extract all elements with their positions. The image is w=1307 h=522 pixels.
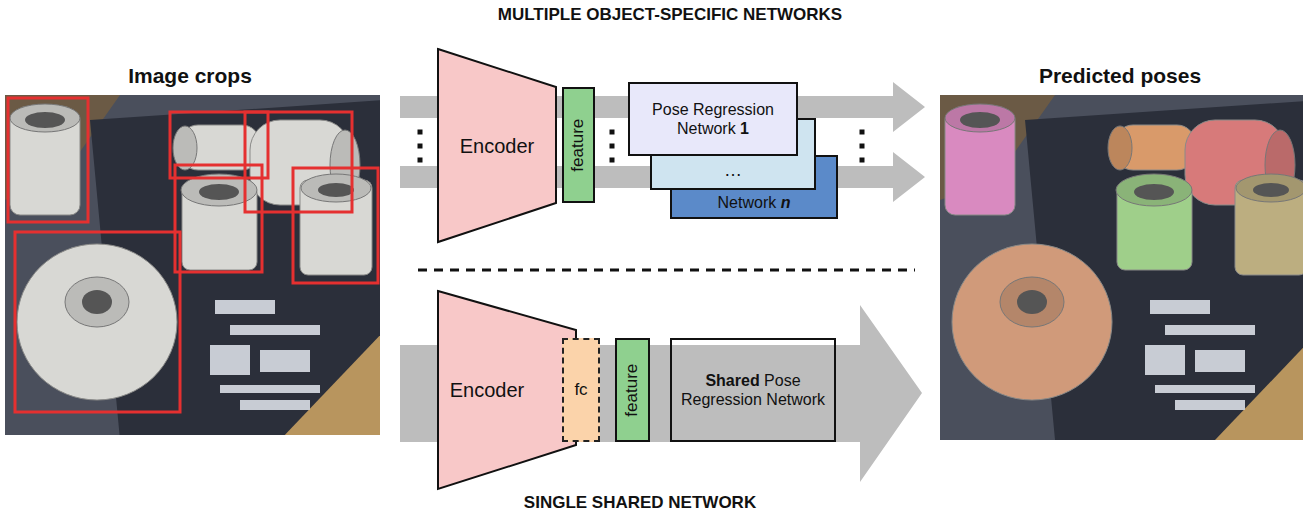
ellipsis-dots <box>610 144 615 149</box>
output-photo <box>940 95 1303 440</box>
encoder-shape <box>438 291 576 489</box>
input-photo <box>220 385 320 393</box>
text-part: Pose Regression Network <box>652 101 774 137</box>
input-photo <box>215 300 275 314</box>
input-photo <box>65 277 129 327</box>
emphasis: n <box>781 194 791 211</box>
input-photo <box>5 95 380 435</box>
separator-line <box>418 269 915 272</box>
output-photo <box>1155 385 1255 393</box>
output-photo <box>952 244 1112 400</box>
input-photo <box>173 126 197 170</box>
node-text: fc <box>568 380 593 400</box>
output-photo <box>960 112 1000 128</box>
image-heading: Predicted poses <box>1039 64 1201 88</box>
output-photo <box>1253 183 1289 197</box>
ellipsis-dots <box>610 130 615 135</box>
input-photo <box>260 350 310 372</box>
output-photo <box>1236 174 1303 202</box>
output-photo <box>1150 300 1210 314</box>
input-photo <box>199 184 239 200</box>
input-photo <box>5 95 380 435</box>
node-text: Encoder <box>444 378 531 402</box>
input-photo <box>210 345 250 375</box>
input-photo <box>293 168 378 283</box>
input-photo <box>170 112 268 178</box>
feature-vector: feature <box>615 338 650 442</box>
output-photo <box>1108 126 1132 170</box>
output-photo <box>1000 277 1064 327</box>
node-text: Network n <box>712 193 797 212</box>
output-photo <box>1116 174 1192 206</box>
pose-network-box: Pose Regression Network 1 <box>628 82 798 156</box>
input-photo <box>8 98 88 222</box>
node-text: Encoder <box>454 134 541 158</box>
node-text: Pose Regression Network 1 <box>630 100 796 138</box>
image-heading: Image crops <box>128 64 252 88</box>
input-photo <box>318 183 354 197</box>
text-part: Network <box>718 194 781 211</box>
output-photo <box>1175 400 1245 410</box>
encoder-block: Encoder <box>437 290 577 490</box>
output-photo <box>1145 345 1185 375</box>
output-photo <box>1017 290 1047 314</box>
emphasis: 1 <box>740 120 749 137</box>
input-photo <box>17 244 177 400</box>
feature-vector: feature <box>562 87 595 203</box>
output-photo <box>1165 325 1255 335</box>
emphasis: Shared <box>705 372 759 389</box>
input-photo <box>15 232 180 412</box>
input-photo <box>25 112 65 128</box>
input-photo <box>10 104 80 132</box>
encoder-block: Encoder <box>437 48 557 243</box>
input-photo <box>301 174 371 202</box>
input-photo <box>240 400 310 410</box>
ellipsis-dots <box>418 158 423 163</box>
ellipsis-dots <box>418 144 423 149</box>
node-text: … <box>718 160 748 182</box>
ellipsis-dots <box>610 158 615 163</box>
node-text: Shared Pose Regression Network <box>672 371 834 409</box>
output-photo <box>1134 184 1174 200</box>
section-heading: SINGLE SHARED NETWORK <box>524 493 756 513</box>
output-photo <box>945 104 1015 132</box>
node-text: feature <box>568 119 588 172</box>
input-photo <box>175 165 262 272</box>
output-photo <box>940 95 1303 440</box>
ellipsis-dots <box>860 158 865 163</box>
shared-network-box: Shared Pose Regression Network <box>670 338 836 442</box>
fc-layer: fc <box>562 338 600 442</box>
input-photo <box>82 290 112 314</box>
encoder-shape <box>438 49 556 242</box>
ellipsis-dots <box>860 144 865 149</box>
output-photo <box>940 95 1303 440</box>
ellipsis-dots <box>418 130 423 135</box>
section-heading: MULTIPLE OBJECT-SPECIFIC NETWORKS <box>498 5 842 25</box>
input-photo <box>5 95 380 435</box>
output-photo <box>1195 350 1245 372</box>
node-text: feature <box>622 364 642 417</box>
input-photo <box>230 325 320 335</box>
ellipsis-dots <box>860 130 865 135</box>
